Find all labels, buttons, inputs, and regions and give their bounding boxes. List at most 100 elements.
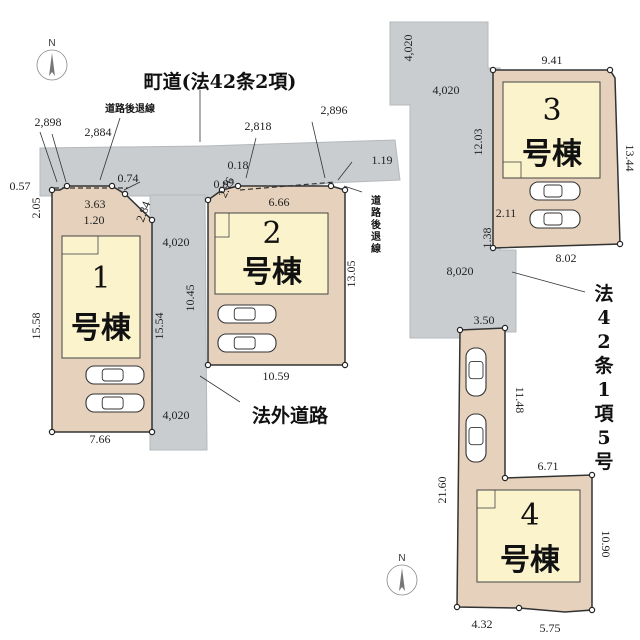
building-2	[214, 212, 329, 295]
dimension-074: 0.74	[118, 171, 139, 185]
boundary-point	[327, 182, 335, 190]
parking-car-icon	[529, 181, 581, 201]
north-arrow-icon: N	[36, 38, 68, 81]
dimension-120: 1.20	[84, 213, 105, 227]
dimension-2898: 2,898	[35, 115, 62, 129]
boundary-point	[121, 190, 129, 198]
dimension-018: 0.18	[228, 158, 249, 172]
svg-text:2: 2	[597, 331, 610, 353]
boundary-point	[148, 428, 156, 436]
dimension-8020: 8,020	[447, 264, 474, 278]
dimension-1554: 15.54	[152, 313, 166, 340]
dimension-211: 2.11	[496, 206, 517, 220]
building-1-notch	[61, 235, 99, 255]
leader-line	[245, 137, 257, 179]
svg-text:項: 項	[594, 403, 614, 425]
dimension-4020b: 4,020	[163, 408, 190, 422]
parking-car-icon	[85, 365, 145, 385]
dimension-4020a: 4,020	[163, 235, 190, 249]
building-1-number: 1	[91, 261, 110, 296]
building-3-number: 3	[542, 93, 561, 128]
boundary-point	[501, 324, 509, 332]
boundary-point	[515, 604, 523, 612]
dimension-1148: 11.48	[513, 387, 527, 414]
building-4-label: 号棟	[500, 543, 561, 578]
dimension-575: 5.75	[540, 621, 561, 635]
dimension-432: 4.32	[472, 617, 493, 631]
leader-line	[311, 121, 326, 179]
svg-text:退: 退	[371, 231, 381, 243]
dimension-1344: 13.44	[623, 145, 637, 172]
svg-text:路: 路	[371, 206, 382, 219]
dimension-138: 1.38	[480, 228, 494, 249]
boundary-point	[204, 196, 212, 204]
leader-line	[343, 185, 363, 193]
building-3	[502, 81, 601, 179]
dimension-092: 0.92	[214, 177, 235, 191]
setback-label-right: 道路後退線	[371, 194, 382, 255]
leader-line	[199, 375, 241, 403]
boundary-point	[341, 186, 349, 194]
svg-text:号: 号	[594, 451, 613, 473]
dimension-1045: 10.45	[183, 285, 197, 312]
building-1	[61, 235, 141, 359]
dimension-363: 3.63	[85, 197, 106, 211]
boundary-point	[453, 603, 461, 611]
building-4-number: 4	[520, 498, 539, 533]
dimension-4020c: 4,020	[401, 35, 415, 62]
svg-text:1: 1	[597, 379, 610, 401]
north-arrow-icon: N	[386, 553, 418, 596]
parking-car-icon	[85, 393, 145, 413]
parking-car-icon	[217, 333, 277, 353]
boundary-point	[489, 66, 497, 74]
building-2-label: 号棟	[242, 255, 303, 290]
dimension-2896: 2,896	[321, 103, 348, 117]
boundary-point	[616, 240, 624, 248]
dimension-666: 6.66	[269, 195, 290, 209]
svg-text:後: 後	[371, 218, 382, 231]
boundary-point	[48, 428, 56, 436]
dimension-1203: 12.03	[471, 129, 485, 156]
dimension-1558: 15.58	[29, 313, 43, 340]
svg-text:道: 道	[371, 194, 381, 207]
north-label: N	[398, 553, 405, 564]
boundary-point	[148, 216, 156, 224]
svg-text:4: 4	[597, 307, 610, 329]
parking-car-icon	[465, 347, 487, 397]
building-1-label: 号棟	[71, 311, 132, 346]
dimension-205: 2.05	[29, 198, 43, 219]
town-road-label: 町道(法42条2項)	[144, 70, 297, 93]
parking-car-icon	[217, 304, 277, 324]
boundary-point	[456, 326, 464, 334]
dimension-802: 8.02	[556, 251, 577, 265]
leader-line	[51, 133, 67, 183]
dimension-2160: 21.60	[435, 477, 449, 504]
boundary-point	[588, 471, 596, 479]
boundary-point	[108, 182, 116, 190]
leader-line	[511, 271, 586, 293]
dimension-057: 0.57	[10, 179, 31, 193]
svg-text:条: 条	[594, 354, 614, 377]
boundary-point	[48, 186, 56, 194]
boundary-point	[234, 182, 242, 190]
dimension-941: 9.41	[542, 53, 563, 67]
leader-line	[123, 181, 141, 191]
leader-line	[39, 131, 58, 183]
boundary-point	[489, 244, 497, 252]
svg-text:線: 線	[371, 242, 381, 255]
boundary-point	[501, 474, 509, 482]
svg-text:5: 5	[597, 427, 610, 449]
boundary-point	[341, 361, 349, 369]
dimension-1059: 10.59	[263, 369, 290, 383]
building-4	[476, 489, 581, 583]
leader-line	[337, 161, 353, 181]
setback-label-left: 道路後退線	[105, 102, 155, 115]
north-label: N	[48, 38, 55, 49]
dimension-766: 7.66	[90, 432, 111, 446]
dimension-671: 6.71	[538, 459, 559, 473]
dimension-119: 1.19	[372, 153, 393, 167]
boundary-point	[606, 66, 614, 74]
building-2-number: 2	[262, 216, 281, 251]
